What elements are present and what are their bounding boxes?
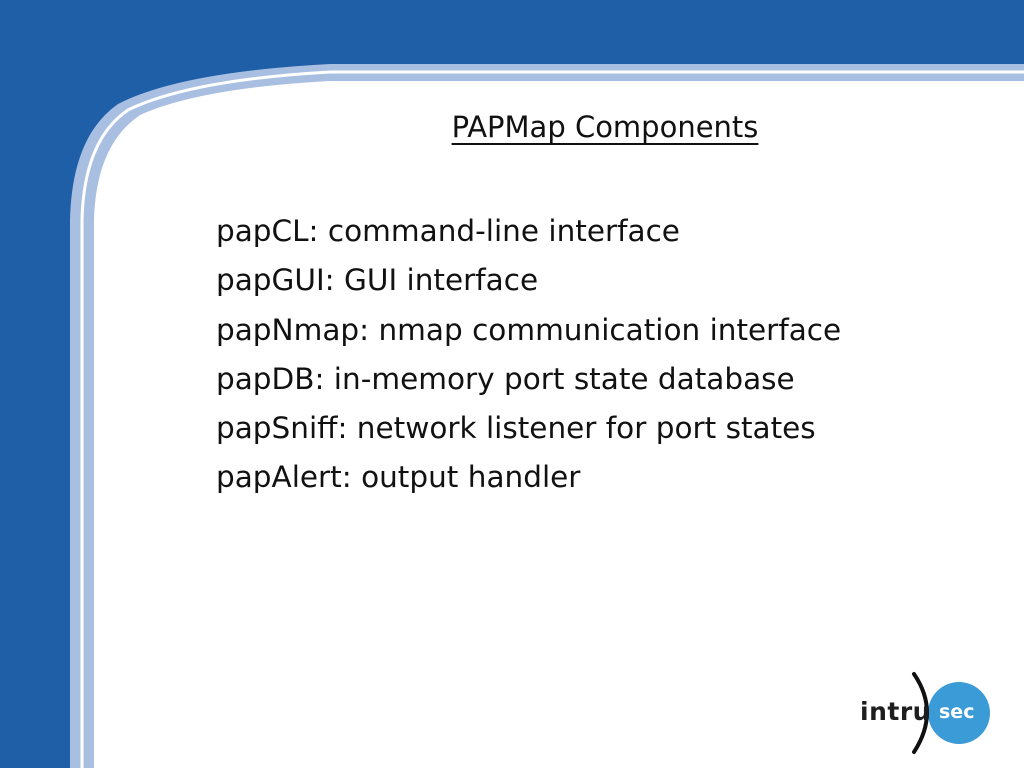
list-item: papDB: in-memory port state database: [216, 361, 795, 396]
list-item: papNmap: nmap communication interface: [216, 312, 842, 347]
list-item: papSniff: network listener for port stat…: [216, 411, 816, 446]
logo-arc-icon: [912, 672, 929, 754]
frame-white-line: [80, 70, 1024, 768]
intrusec-logo: intru sec: [860, 670, 1000, 760]
slide-title: PAPMap Components: [451, 110, 759, 144]
logo-text-intru: intru: [860, 697, 931, 726]
logo-circle: [928, 682, 990, 744]
logo-text-sec: sec: [939, 701, 975, 723]
list-item: papAlert: output handler: [216, 460, 581, 495]
list-item: papGUI: GUI interface: [216, 263, 539, 298]
list-item: papCL: command-line interface: [216, 214, 680, 248]
component-list: papCL: command-line interface papGUI: GU…: [216, 207, 841, 503]
